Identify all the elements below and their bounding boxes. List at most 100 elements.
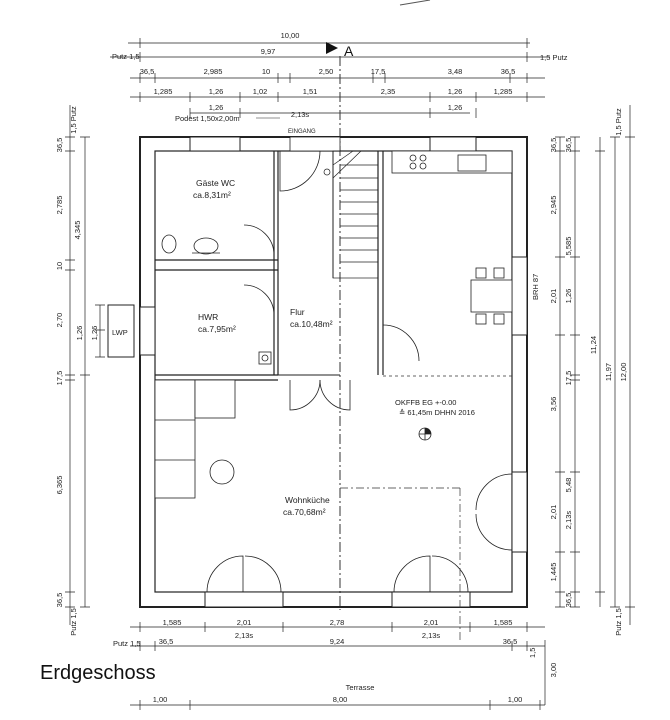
walls: [139, 136, 528, 608]
podest-label: Podest 1,50x2,00m: [175, 114, 240, 123]
right-dim-labels: 36,5 2,945 2,01 3,56 2,01 1,445 36,5 5,5…: [549, 108, 628, 636]
terrace-label: Terrasse: [346, 683, 375, 692]
dim-label: 2,35: [381, 87, 396, 96]
scan-mark: [399, 0, 431, 6]
dim-label: 2,50: [319, 67, 334, 76]
dim-label: 36,5: [159, 637, 174, 646]
dim-label: 2,13s: [422, 631, 441, 640]
flur-doors: [289, 324, 420, 411]
dim-label: 1,445: [549, 563, 558, 582]
dim-label: 36,5: [564, 138, 573, 153]
room-name: HWR: [198, 312, 218, 322]
dim-label: 2,70: [55, 313, 64, 328]
dim-label: 11,97: [604, 363, 613, 381]
dim-label: 2,13s: [235, 631, 254, 640]
dim-label: 2,01: [237, 618, 252, 627]
level-dhhn: ≙ 61,45m DHHN 2016: [399, 408, 475, 417]
top-dim-row3: 36,5 2,985 10 2,50 17,5 3,48 36,5: [140, 67, 516, 76]
right-dimensions: [555, 105, 635, 625]
dim-label: 10: [55, 262, 64, 270]
dim-total-width: 10,00: [281, 31, 300, 40]
staircase: [323, 150, 379, 279]
left-dimensions: [65, 105, 105, 625]
dining-table: [470, 267, 513, 325]
dim-label: 1,26: [564, 289, 573, 304]
dim-label: 1,00: [153, 695, 168, 704]
dim-label: 2,785: [55, 196, 64, 215]
dim-label: 1,26: [90, 326, 99, 341]
dim-label: 36,5: [549, 138, 558, 153]
dim-label: 36,5: [503, 637, 518, 646]
dim-label: 5,48: [564, 478, 573, 493]
putz-top-right: 1,5 Putz: [540, 53, 568, 62]
dim-label: 3,56: [549, 397, 558, 412]
dim-label: 1,285: [494, 87, 513, 96]
dim-label: 1,02: [253, 87, 268, 96]
dim-label: 1,285: [154, 87, 173, 96]
dim-label: 4,345: [73, 221, 82, 240]
dim-label: 3,00: [549, 663, 558, 678]
room-name: Wohnküche: [285, 495, 330, 505]
lwp-unit: [107, 304, 135, 358]
room-area: ca.70,68m²: [283, 507, 326, 517]
windows: [139, 136, 528, 608]
dim-label: 1,26: [75, 326, 84, 341]
entrance-label: EINGANG: [288, 129, 316, 135]
dim-label: 1,00: [508, 695, 523, 704]
dim-label: 2,13s: [564, 511, 573, 530]
dim-label: 36,5: [564, 593, 573, 608]
dim-label: 2,78: [330, 618, 345, 627]
left-dim-labels: 36,5 2,785 10 2,70 17,5 6,365 36,5 4,345…: [55, 106, 99, 636]
top-dim-row5: 1,26 1,26: [209, 103, 463, 112]
dim-label: 1,26: [448, 87, 463, 96]
dim-label: 5,585: [564, 237, 573, 256]
dim-label: 6,365: [55, 476, 64, 495]
lwp-label: LWP: [112, 328, 128, 337]
dim-label: 36,5: [55, 138, 64, 153]
dim-label: 1,26: [209, 103, 224, 112]
dim-label: 2,01: [549, 505, 558, 520]
dim-label: 1,26: [209, 87, 224, 96]
room-name: Flur: [290, 307, 305, 317]
podest-dim: 2,13s: [291, 110, 310, 119]
dashed-lines: [340, 375, 512, 640]
room-area: ca.7,95m²: [198, 324, 236, 334]
dim-label: 17,5: [564, 371, 573, 386]
section-arrow-icon: [326, 42, 338, 54]
dim-label: 17,5: [55, 371, 64, 386]
section-marker: A: [344, 43, 354, 59]
dim-label: 2,985: [204, 67, 223, 76]
top-dim-row4: 1,285 1,26 1,02 1,51 2,35 1,26 1,285: [154, 87, 513, 96]
dim-label: 36,5: [501, 67, 516, 76]
top-dimensions: [110, 38, 550, 118]
dim-label: 2,945: [549, 196, 558, 215]
dim-label: 10: [262, 67, 270, 76]
dim-label: 11,24: [589, 336, 598, 354]
dim-label: 1,26: [448, 103, 463, 112]
room-area: ca.10,48m²: [290, 319, 333, 329]
terrace-doors: [206, 473, 513, 593]
dim-inner-width: 9,97: [261, 47, 276, 56]
floor-title: Erdgeschoss: [40, 662, 156, 684]
dim-label: 9,24: [330, 637, 345, 646]
dim-label: 17,5: [371, 67, 386, 76]
sofa: [154, 379, 236, 499]
hwr-fixture: [258, 351, 272, 365]
level-label: OKFFB EG +-0.00: [395, 398, 456, 407]
dim-label: 12,00: [619, 363, 628, 382]
dim-label: 8,00: [333, 695, 348, 704]
dim-label: 2,01: [424, 618, 439, 627]
dim-label: 1,585: [494, 618, 513, 627]
dim-label: 1,51: [303, 87, 318, 96]
dim-label: Putz 1,5: [614, 608, 623, 636]
putz-bottom-left: Putz 1,5: [113, 639, 141, 648]
brh-label: BRH 87: [531, 274, 540, 300]
dim-label: Putz 1,5: [69, 608, 78, 636]
dim-label: 3,48: [448, 67, 463, 76]
dim-label: 1,585: [163, 618, 182, 627]
dim-label: 2,01: [549, 289, 558, 304]
putz-top-left: Putz 1,5: [112, 52, 140, 61]
room-name: Gäste WC: [196, 178, 235, 188]
dim-label: 1,5 Putz: [69, 106, 78, 134]
